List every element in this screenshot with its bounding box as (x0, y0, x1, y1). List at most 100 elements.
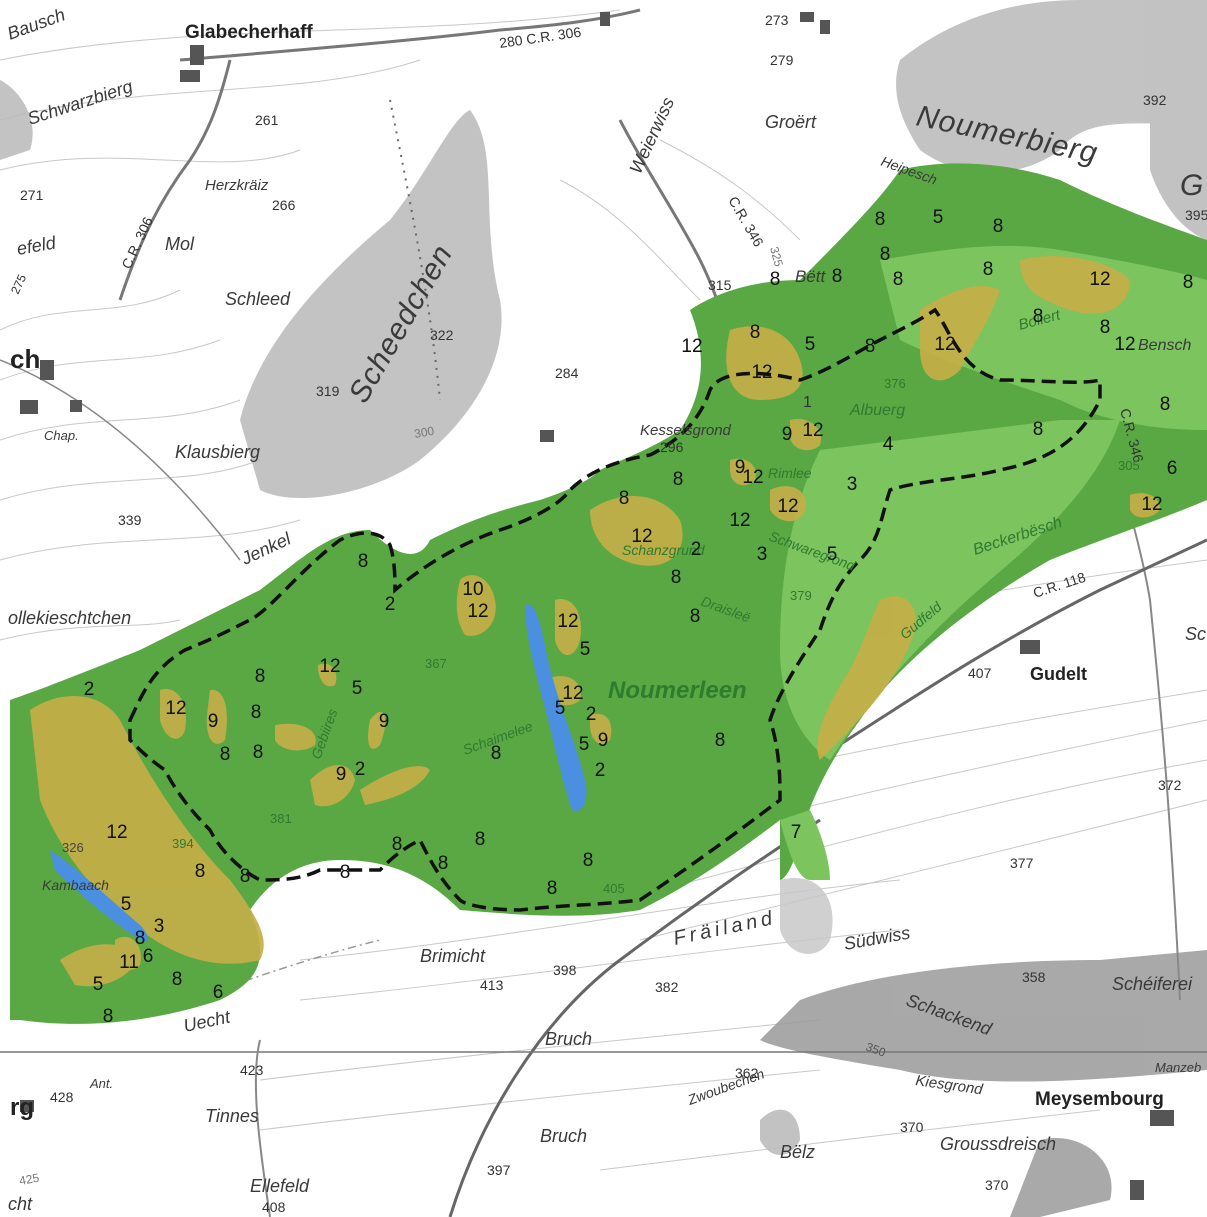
elevation: 405 (603, 881, 625, 896)
zone-number: 8 (1033, 306, 1044, 327)
place-ant: Ant. (89, 1076, 113, 1091)
zone-number: 3 (757, 544, 768, 565)
place-bruch-1: Bruch (545, 1029, 592, 1049)
elevation: 428 (50, 1089, 74, 1105)
zone-number: 2 (84, 679, 95, 700)
forest-noumerleen: Noumerleen (608, 677, 747, 704)
zone-number: 9 (735, 457, 746, 478)
zone-number: 5 (805, 334, 816, 355)
place-scheiferei: Schéiferei (1112, 974, 1193, 994)
zone-number: 2 (586, 704, 597, 725)
zone-number: 12 (777, 496, 798, 517)
elevation: 305 (1118, 458, 1140, 473)
elevation: 319 (316, 383, 340, 399)
zone-number: 8 (1100, 317, 1111, 338)
zone-number: 8 (253, 742, 264, 763)
zone-number: 8 (1160, 394, 1171, 415)
place-groert: Groërt (765, 112, 817, 132)
zone-number: 12 (742, 467, 763, 488)
elevation: 398 (553, 962, 577, 978)
elevation: 413 (480, 977, 504, 993)
zone-number: 8 (865, 336, 876, 357)
zone-number: 8 (1033, 419, 1044, 440)
forest-strip (780, 810, 830, 880)
zone-number: 12 (934, 334, 955, 355)
zone-number: 8 (255, 666, 266, 687)
place-glabecherhaff: Glabecherhaff (185, 22, 313, 43)
zone-number: 8 (671, 567, 682, 588)
elevation: 350 (864, 1040, 888, 1060)
zone-number: 2 (595, 760, 606, 781)
zone-number: 8 (832, 266, 843, 287)
zone-number: 8 (893, 269, 904, 290)
place-ch: ch (10, 344, 40, 374)
zone-number: 11 (119, 952, 139, 973)
zone-number: 12 (562, 683, 583, 704)
forest-albuerg: Albuerg (849, 402, 905, 419)
zone-number: 8 (220, 744, 231, 765)
place-meysembourg: Meysembourg (1035, 1089, 1164, 1110)
zone-number: 8 (172, 969, 183, 990)
zone-number: 8 (1183, 272, 1194, 293)
elevation: 408 (262, 1199, 286, 1215)
place-ellefeld: Ellefeld (250, 1176, 310, 1196)
zone-number: 12 (1141, 494, 1162, 515)
zone-number: 3 (847, 474, 858, 495)
zone-number: 9 (782, 424, 793, 445)
place-kesselsgrond: Kesselsgrond (640, 422, 732, 439)
zone-number: 12 (319, 656, 340, 677)
zone-number: 9 (379, 711, 390, 732)
place-g: G (1180, 169, 1203, 202)
forest-rimlee: Rimlee (768, 465, 812, 481)
forest-schanzgrund: Schanzgrund (622, 542, 706, 558)
place-mol: Mol (165, 234, 195, 254)
elevation: 392 (1143, 92, 1167, 108)
elevation: 279 (770, 52, 794, 68)
elevation: 423 (240, 1062, 264, 1078)
elevation: 395 (1185, 207, 1207, 223)
zone-number: 8 (673, 469, 684, 490)
zone-number: 8 (690, 606, 701, 627)
zone-number: 8 (240, 866, 251, 887)
zone-number: 5 (827, 544, 838, 565)
zone-number: 8 (195, 861, 206, 882)
zone-number: 4 (883, 434, 894, 455)
stream-east (525, 604, 587, 811)
zone-number: 7 (791, 822, 802, 843)
elevation-labels: 273 279 392 395 261 266 271 275 315 322 … (8, 12, 1207, 1215)
zone-number: 8 (251, 702, 262, 723)
zone-number: 3 (154, 916, 165, 937)
elevation: 315 (708, 277, 732, 293)
elevation: 326 (62, 840, 84, 855)
zone-number: 12 (802, 420, 823, 441)
water-features (50, 604, 587, 942)
zone-number: 8 (392, 834, 403, 855)
zone-number: 5 (93, 974, 104, 995)
elevation: 362 (735, 1065, 759, 1081)
elevation: 382 (655, 979, 679, 995)
zone-number: 12 (631, 526, 652, 547)
place-kambaach: Kambaach (42, 877, 109, 893)
zone-number: 8 (583, 850, 594, 871)
zone-number: 8 (750, 322, 761, 343)
place-manzeb: Manzeb (1155, 1060, 1201, 1075)
place-herzkraiz: Herzkräiz (205, 177, 269, 194)
place-brimicht: Brimicht (420, 946, 486, 966)
zone-number: 2 (691, 539, 702, 560)
place-klausbierg: Klausbierg (175, 442, 260, 462)
zone-number: 12 (751, 362, 772, 383)
elevation: 261 (255, 112, 279, 128)
stream-west (50, 850, 148, 942)
zone-number: 5 (352, 678, 363, 699)
place-kollekieschtchen: ollekieschtchen (8, 608, 131, 628)
elevation: 397 (487, 1162, 511, 1178)
elevation: 339 (118, 512, 142, 528)
elevation: 273 (765, 12, 789, 28)
zone-number: 2 (355, 759, 366, 780)
forest-dark (10, 163, 1207, 1024)
zone-number: 8 (715, 730, 726, 751)
zone-number: 8 (993, 216, 1004, 237)
